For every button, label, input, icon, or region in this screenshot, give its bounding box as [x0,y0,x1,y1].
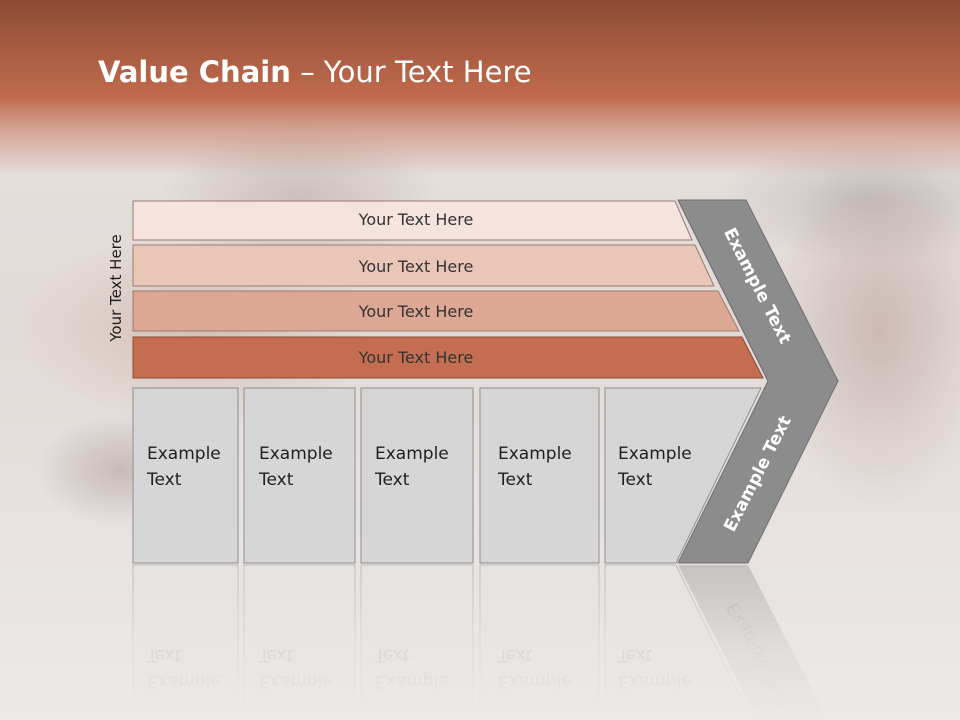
band-1 [132,200,693,241]
box-1-line1: Example [147,444,221,464]
activity-box-2 [243,387,356,564]
diagram-reflection: Example Text Example Text Example Text E… [132,564,828,720]
box-2-line1: Example [259,444,333,464]
band-2 [132,244,715,287]
reflection-box-1-line2: Text [146,645,182,665]
box-3-line1: Example [375,444,449,464]
band-3-label: Your Text Here [358,302,474,321]
reflection-box-4-line2: Text [497,645,533,665]
box-5-line1: Example [618,444,692,464]
band-4 [132,336,764,379]
box-4-line2: Text [497,470,533,490]
band-3 [132,290,740,332]
reflection-box-5-line1: Example [618,671,692,691]
reflection-box-3-line1: Example [375,671,449,691]
activity-box-1 [132,387,239,564]
reflection-box-2-line2: Text [258,645,294,665]
box-4-line1: Example [498,444,572,464]
box-5-line2: Text [617,470,653,490]
slide-title-bold: Value Chain [98,55,291,89]
reflection-box-3-line2: Text [374,645,410,665]
reflection-box-2-line1: Example [259,671,333,691]
header-band [0,0,960,175]
slide-title-rest: – Your Text Here [290,55,532,89]
activity-box-4 [479,387,600,564]
activity-box-3 [360,387,474,564]
box-3-line2: Text [374,470,410,490]
reflection-box-5-line2: Text [617,645,653,665]
reflection-box-4-line1: Example [498,671,572,691]
slide-title: Value Chain – Your Text Here [98,55,532,89]
band-2-label: Your Text Here [358,257,474,276]
box-1-line2: Text [146,470,182,490]
activity-box-5 [604,387,762,564]
reflection-box-1-line1: Example [147,671,221,691]
chevron-inner-edge [677,199,769,382]
band-1-label: Your Text Here [358,210,474,229]
band-4-label: Your Text Here [358,348,474,367]
box-2-line2: Text [258,470,294,490]
